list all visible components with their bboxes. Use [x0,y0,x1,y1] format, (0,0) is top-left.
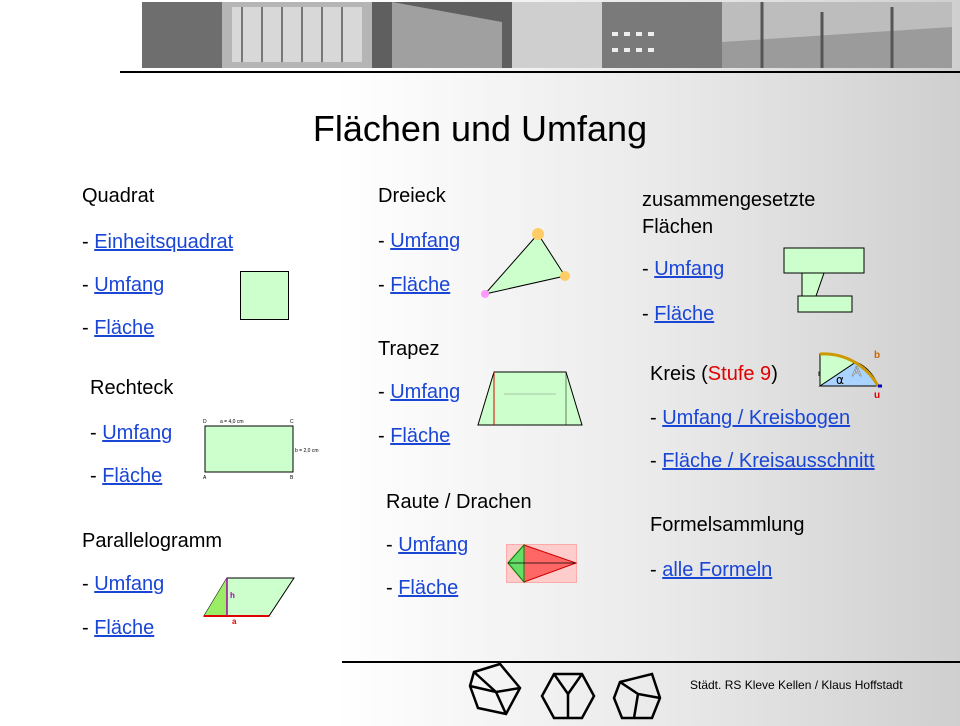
link-quadrat-umfang[interactable]: Umfang [94,274,165,296]
composite-shape-figure [783,247,865,313]
link-trapez-umfang[interactable]: Umfang [390,381,461,403]
stufe-label: Stufe 9 [707,363,772,385]
link-zusammen-umfang[interactable]: Umfang [654,258,725,280]
label-h: h [230,591,235,600]
dash: - [82,617,95,639]
footer-credit: Städt. RS Kleve Kellen / Klaus Hoffstadt [690,678,903,692]
heading-raute: Raute / Drachen [386,491,532,513]
link-trapez-flaeche[interactable]: Fläche [390,425,451,447]
dash: - [90,465,103,487]
dash: - [642,303,655,325]
dash: - [378,381,391,403]
square-figure [240,271,289,320]
dash: - [378,230,391,252]
corner-d: D [203,419,207,425]
page-title: Flächen und Umfang [312,108,648,149]
cube-logo-icon [612,672,662,720]
heading-dreieck: Dreieck [378,185,446,207]
label-b: b [874,350,880,361]
heading-formelsammlung: Formelsammlung [650,514,805,536]
dash: - [650,407,663,429]
dash: - [378,425,391,447]
dash: - [386,577,399,599]
heading-parallelogramm: Parallelogramm [82,530,223,552]
header-divider [120,71,960,73]
link-kreis-umfang-kreisbogen[interactable]: Umfang / Kreisbogen [662,407,851,429]
heading-zusammengesetzt-line1: zusammengesetzte [642,189,816,211]
corner-b: B [290,475,294,481]
label-a: a [232,617,237,626]
link-quadrat-flaeche[interactable]: Fläche [94,317,155,339]
label-u: u [874,390,880,401]
heading-kreis: Kreis (Stufe 9) [650,363,778,385]
label-side-b: b = 2,0 cm [295,448,318,454]
label-r: r [818,369,821,378]
parallelogram-figure: h a [203,577,295,626]
dash: - [378,274,391,296]
dash: - [82,274,95,296]
cube-logo-icon [540,672,596,720]
link-raute-flaeche[interactable]: Fläche [398,577,459,599]
cube-logo-icon [468,662,522,716]
dash: - [642,258,655,280]
heading-zusammengesetzt-line2: Flächen [642,216,714,238]
building-photo [142,2,952,68]
rhombus-figure [506,543,578,584]
link-alle-formeln[interactable]: alle Formeln [662,559,773,581]
triangle-figure [481,228,570,298]
trapezoid-figure [477,371,583,426]
link-dreieck-umfang[interactable]: Umfang [390,230,461,252]
heading-rechteck: Rechteck [90,377,174,399]
heading-quadrat: Quadrat [82,185,155,207]
link-raute-umfang[interactable]: Umfang [398,534,469,556]
dash: - [82,231,95,253]
dash: - [386,534,399,556]
link-parallelogramm-umfang[interactable]: Umfang [94,573,165,595]
label-alpha: α [836,373,844,387]
link-kreis-flaeche-kreisausschnitt[interactable]: Fläche / Kreisausschnitt [662,450,875,472]
link-parallelogramm-flaeche[interactable]: Fläche [94,617,155,639]
dash: - [650,450,663,472]
label-A: A [852,363,862,379]
circle-sector-figure: b A α r u [818,350,882,401]
dash: - [90,422,103,444]
link-quadrat-einheitsquadrat[interactable]: Einheitsquadrat [94,231,234,253]
link-rechteck-umfang[interactable]: Umfang [102,422,173,444]
rectangle-figure: a = 4,0 cm b = 2,0 cm D C A B [203,419,318,481]
footer-divider [342,661,960,663]
header-banner-image [142,2,952,68]
dash: - [82,317,95,339]
corner-a: A [203,475,207,481]
label-side-a: a = 4,0 cm [220,419,243,425]
link-dreieck-flaeche[interactable]: Fläche [390,274,451,296]
link-zusammen-flaeche[interactable]: Fläche [654,303,715,325]
heading-trapez: Trapez [378,338,440,360]
dash: - [650,559,663,581]
link-rechteck-flaeche[interactable]: Fläche [102,465,163,487]
corner-c: C [290,419,294,425]
dash: - [82,573,95,595]
